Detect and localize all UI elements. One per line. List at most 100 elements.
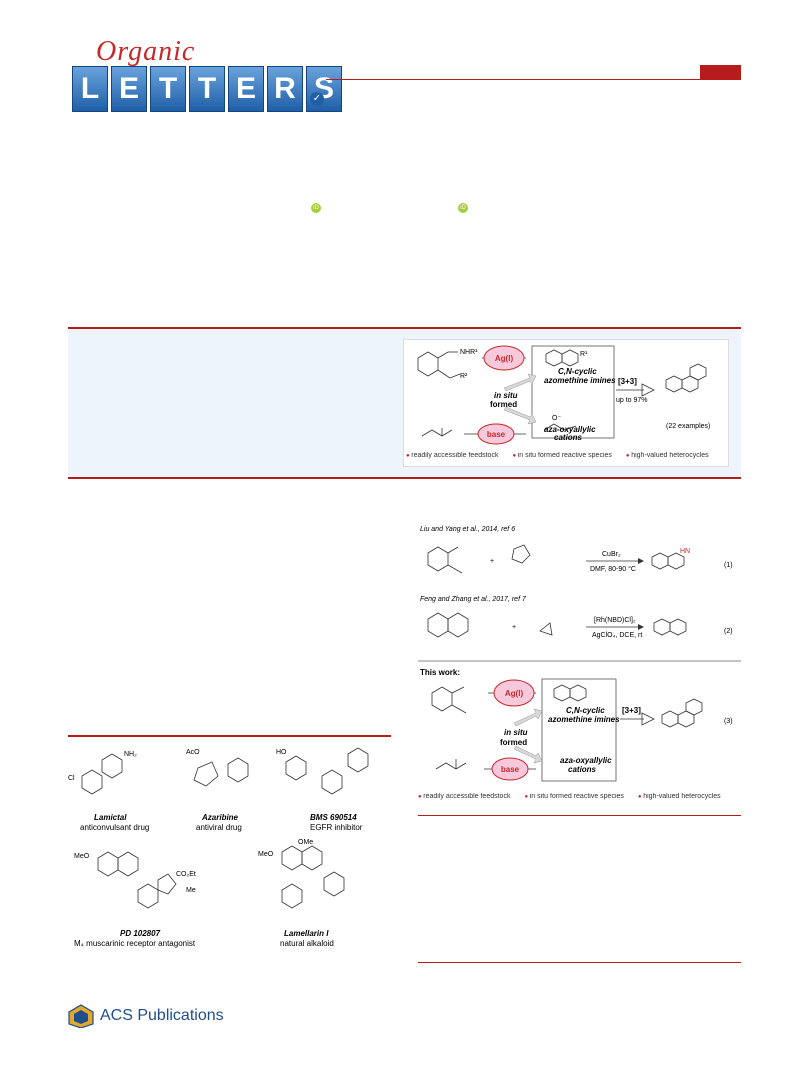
cyclic-label-1: C,N-cyclic xyxy=(566,706,605,715)
svg-text:+: + xyxy=(490,558,494,565)
toc-bullets: readily accessible feedstock in situ for… xyxy=(406,452,728,459)
examples-label: (22 examples) xyxy=(666,423,710,430)
ref3-number: (3) xyxy=(724,718,733,725)
bms-structure xyxy=(285,747,369,795)
ref1-label: Liu and Yang et al., 2014, ref 6 xyxy=(420,526,515,533)
header-rule xyxy=(326,79,741,80)
svg-text:NH₂: NH₂ xyxy=(124,751,137,758)
ag-label: Ag(I) xyxy=(505,689,524,698)
svg-text:AcO: AcO xyxy=(186,749,200,756)
lamellarin-structure xyxy=(281,845,345,909)
orcid-icon[interactable]: iD xyxy=(311,203,321,213)
base-badge xyxy=(491,757,529,781)
ref2-conditions: AgClO₄, DCE, rt xyxy=(592,632,642,639)
logo-letters: L E T T E R S xyxy=(72,66,342,112)
ag-catalyst-badge xyxy=(483,345,525,371)
cyclic-label-1: C,N-cyclic xyxy=(558,367,597,376)
logo-letter: T xyxy=(189,66,225,112)
intermediate-bracket xyxy=(541,678,617,782)
figure-item-desc: natural alkaloid xyxy=(280,939,334,948)
product-structure xyxy=(665,363,707,393)
base-badge xyxy=(477,423,515,445)
formed-label: formed xyxy=(500,738,527,747)
in-situ-label: in situ xyxy=(494,391,518,400)
aza-label-2: cations xyxy=(568,765,597,774)
bullet-item: readily accessible feedstock xyxy=(406,452,498,459)
aza-label-2: cations xyxy=(554,433,583,442)
figure-item-name: Lamellarin I xyxy=(284,929,329,938)
logo-letter: R xyxy=(267,66,303,112)
figure-item-name: Lamictal xyxy=(94,813,127,822)
svg-text:MeO: MeO xyxy=(74,853,90,860)
ref1-product xyxy=(651,552,685,570)
svg-text:CO₂Et: CO₂Et xyxy=(176,871,196,878)
amide-structure xyxy=(421,428,453,437)
publisher-logo: ACS Publications xyxy=(68,1004,224,1028)
figure-item-name: BMS 690514 xyxy=(310,813,357,822)
svg-text:+: + xyxy=(512,624,516,631)
ref1-reactant xyxy=(427,546,463,574)
bullet-item: readily accessible feedstock xyxy=(418,793,510,800)
azaribine-structure xyxy=(193,757,249,787)
journal-logo: Organic L E T T E R S ✓ xyxy=(66,36,342,118)
scheme-bottom-rule xyxy=(418,815,741,816)
figure-item-name: PD 102807 xyxy=(120,929,161,938)
figure-item-desc: M₄ muscarinic receptor antagonist xyxy=(74,939,196,948)
ref2-product xyxy=(653,618,687,636)
column-end-rule xyxy=(418,962,741,963)
bullet-item: in situ formed reactive species xyxy=(524,793,624,800)
ref1-conditions: DMF, 80-90 °C xyxy=(590,565,636,573)
figure-1: Cl NH₂ AcO HO Lamictal anticonvulsant dr… xyxy=(68,740,391,955)
svg-text:OMe: OMe xyxy=(298,839,313,846)
figure-rule xyxy=(68,735,391,737)
label-r2: R² xyxy=(460,373,468,380)
figure-item-desc: antiviral drug xyxy=(196,823,242,832)
svg-text:Cl: Cl xyxy=(68,775,75,782)
figure-item-desc: anticonvulsant drug xyxy=(80,823,149,832)
checkmark-icon: ✓ xyxy=(310,92,324,106)
toc-graphic: NHR¹ R² Ag(I) R¹ C,N-cyclic azomethine i… xyxy=(403,339,729,467)
svg-text:HO: HO xyxy=(276,749,287,756)
figure-item-desc: EGFR inhibitor xyxy=(310,823,363,832)
header-tab xyxy=(700,65,741,80)
this-work-hydrazone xyxy=(431,686,467,714)
scheme-svg: Liu and Yang et al., 2014, ref 6 + CuBr₂… xyxy=(418,523,741,815)
svg-text:HN: HN xyxy=(680,548,690,555)
lamictal-structure xyxy=(81,753,123,795)
base-label: base xyxy=(487,430,506,439)
ag-catalyst-badge xyxy=(493,679,535,707)
in-situ-label: in situ xyxy=(504,728,528,737)
scheme-bullets: readily accessible feedstock in situ for… xyxy=(418,793,741,800)
logo-letter: E xyxy=(228,66,264,112)
ref1-reagent: CuBr₂ xyxy=(602,551,621,558)
this-work-label: This work: xyxy=(420,668,460,677)
this-work-product xyxy=(661,698,703,728)
ref2-reagent: [Rh(NBD)Cl]₂ xyxy=(594,617,636,624)
cycloaddition-label: [3+3] xyxy=(622,706,641,715)
pd-structure xyxy=(97,851,177,909)
aza-label-1: aza-oxyallylic xyxy=(560,756,612,765)
ref2-label: Feng and Zhang et al., 2017, ref 7 xyxy=(420,596,527,603)
intermediate-bracket xyxy=(531,345,615,439)
base-label: base xyxy=(501,765,520,774)
bullet-item: in situ formed reactive species xyxy=(512,452,612,459)
yield-label: up to 97% xyxy=(616,397,648,404)
toc-scheme-svg: NHR¹ R² Ag(I) R¹ C,N-cyclic azomethine i… xyxy=(404,340,728,466)
logo-letter: E xyxy=(111,66,147,112)
svg-text:Me: Me xyxy=(186,887,196,894)
acs-hexagon-icon xyxy=(68,1004,94,1028)
bullet-item: high-valued heterocycles xyxy=(638,793,720,800)
logo-letter: T xyxy=(150,66,186,112)
orcid-icon[interactable]: iD xyxy=(458,203,468,213)
label-nhr1: NHR¹ xyxy=(460,349,478,356)
cyclic-imine-structure xyxy=(545,349,579,367)
logo-letter: L xyxy=(72,66,108,112)
svg-text:R¹: R¹ xyxy=(580,351,588,358)
ref2-number: (2) xyxy=(724,628,733,635)
bullet-item: high-valued heterocycles xyxy=(626,452,708,459)
scheme-1: Liu and Yang et al., 2014, ref 6 + CuBr₂… xyxy=(418,523,741,815)
hydrazone-structure xyxy=(417,351,461,379)
ref1-number: (1) xyxy=(724,562,733,569)
figure-svg: Cl NH₂ AcO HO Lamictal anticonvulsant dr… xyxy=(68,747,369,948)
ref2-reactant xyxy=(427,612,469,638)
